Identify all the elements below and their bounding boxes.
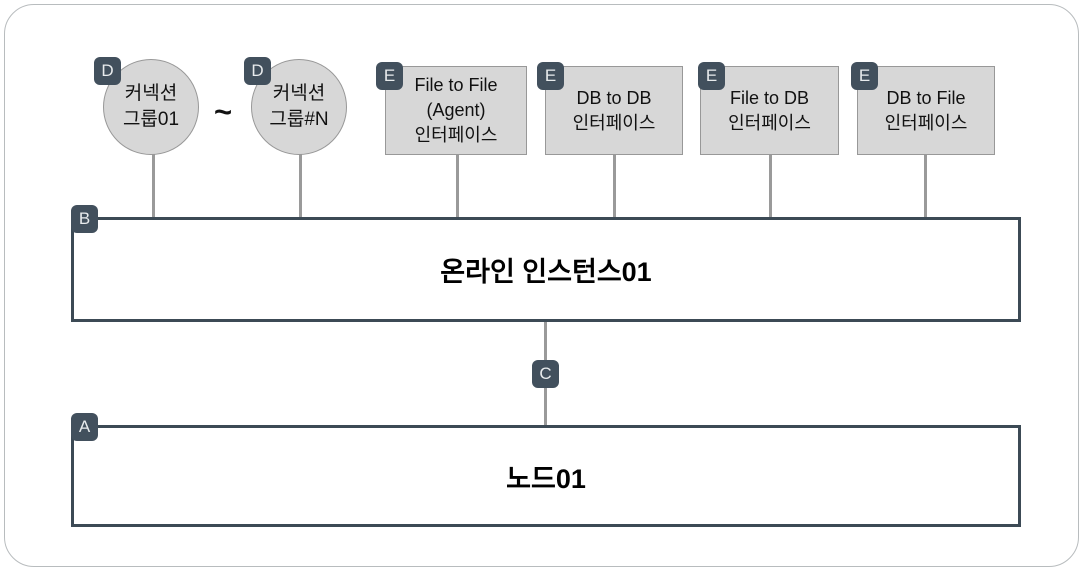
badge-e-file-to-file-agent: E (376, 62, 403, 90)
connection-group-n-label-line1: 커넥션 (272, 83, 326, 104)
connector-iface-file-to-file (456, 155, 459, 220)
badge-d-group-01: D (94, 57, 121, 85)
interface-file-to-db-line1: File to DB (729, 87, 810, 108)
badge-e-db-to-file: E (851, 62, 878, 90)
interface-file-to-file-agent[interactable]: File to File (Agent) 인터페이스 (385, 66, 527, 155)
connector-group-01 (152, 150, 155, 220)
interface-file-to-db-line2: 인터페이스 (728, 112, 811, 133)
range-separator-tilde: ~ (214, 94, 233, 129)
badge-d-group-n: D (244, 57, 271, 85)
interface-db-to-file[interactable]: DB to File 인터페이스 (857, 66, 995, 155)
connector-iface-db-to-db (613, 155, 616, 220)
node-container[interactable]: 노드01 (71, 425, 1021, 527)
node-title: 노드01 (506, 463, 586, 494)
interface-db-to-file-line2: 인터페이스 (884, 112, 968, 133)
interface-file-to-file-agent-line1: File to File (414, 75, 498, 95)
interface-file-to-file-agent-line2: (Agent) (426, 100, 486, 120)
badge-c-instance-node-link: C (532, 360, 559, 388)
connector-iface-file-to-db (769, 155, 772, 220)
connector-iface-db-to-file (924, 155, 927, 220)
badge-e-file-to-db: E (698, 62, 725, 90)
interface-db-to-db-line1: DB to DB (576, 87, 652, 108)
interface-file-to-file-agent-line3: 인터페이스 (414, 125, 498, 145)
connection-group-01-label-line1: 커넥션 (124, 83, 178, 104)
badge-b-online-instance: B (71, 205, 98, 233)
badge-a-node: A (71, 413, 98, 441)
connection-group-01-label-line2: 그룹01 (122, 109, 180, 130)
badge-e-db-to-db: E (537, 62, 564, 90)
interface-db-to-db[interactable]: DB to DB 인터페이스 (545, 66, 683, 155)
interface-db-to-db-line2: 인터페이스 (572, 112, 656, 133)
online-instance-container[interactable]: 온라인 인스턴스01 (71, 217, 1021, 322)
connector-group-n (299, 150, 302, 220)
interface-db-to-file-line1: DB to File (886, 87, 966, 108)
connection-group-n-label-line2: 그룹#N (269, 109, 329, 130)
online-instance-title: 온라인 인스턴스01 (440, 257, 652, 287)
